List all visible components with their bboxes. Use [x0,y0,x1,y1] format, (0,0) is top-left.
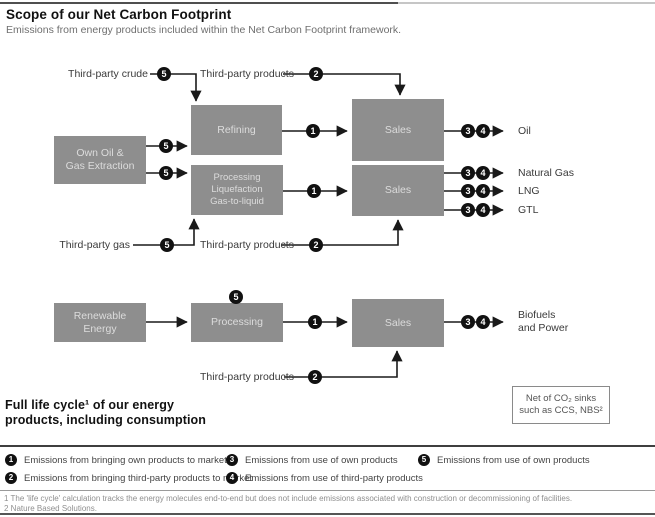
badge-3: 3 [461,203,475,217]
badge-5: 5 [157,67,171,81]
badge-3: 3 [461,166,475,180]
badge-1: 1 [306,124,320,138]
label-third-party-products-top: Third-party products [200,68,294,80]
label-biofuels-power: Biofuels and Power [518,309,569,334]
box-sales-gas: Sales [352,165,444,216]
badge-2: 2 [308,370,322,384]
badge-1: 1 [308,315,322,329]
badge-2: 2 [309,67,323,81]
label-third-party-gas: Third-party gas [59,239,130,251]
legend-label-5: Emissions from use of own products [437,454,590,466]
box-renewable-energy-label: Renewable Energy [73,309,127,335]
badge-2: 2 [309,238,323,252]
label-third-party-products-mid: Third-party products [200,239,294,251]
box-refining: Refining [191,105,282,155]
footnote-top-rule [0,490,655,491]
legend-label-1: Emissions from bringing own products to … [24,454,227,466]
badge-5: 5 [160,238,174,252]
legend-item-2: 2 Emissions from bringing third-party pr… [5,472,252,484]
badge-3: 3 [461,315,475,329]
legend-badge-5: 5 [418,454,430,466]
badge-4: 4 [476,124,490,138]
page-title: Scope of our Net Carbon Footprint [6,7,232,22]
box-refining-label: Refining [217,123,256,136]
box-processing-renewable-label: Processing [211,316,263,328]
badge-4: 4 [476,166,490,180]
box-processing-liquefaction: Processing Liquefaction Gas-to-liquid [191,165,283,215]
badge-3: 3 [461,124,475,138]
box-processing-liquefaction-label: Processing Liquefaction Gas-to-liquid [210,172,264,207]
legend-top-rule [0,445,655,447]
badge-1: 1 [307,184,321,198]
label-third-party-products-bottom: Third-party products [200,371,294,383]
box-own-extraction-label: Own Oil & Gas Extraction [65,147,135,172]
legend-label-3: Emissions from use of own products [245,454,398,466]
badge-4: 4 [476,184,490,198]
legend-label-2: Emissions from bringing third-party prod… [24,472,253,484]
label-gtl: GTL [518,204,539,216]
badge-5: 5 [159,139,173,153]
label-oil: Oil [518,125,531,137]
box-sales-renewable-label: Sales [384,316,412,329]
footnote-1: 1 The 'life cycle' calculation tracks th… [4,494,573,503]
box-sales-gas-label: Sales [384,184,412,196]
top-border-light [398,2,655,4]
legend-item-1: 1 Emissions from bringing own products t… [5,454,227,466]
legend-badge-1: 1 [5,454,17,466]
legend-item-3: 3 Emissions from use of own products [226,454,398,466]
legend-badge-2: 2 [5,472,17,484]
full-lifecycle-note: Full life cycle¹ of our energy products,… [5,398,207,427]
badge-5: 5 [229,290,243,304]
co2-sinks-box: Net of CO₂ sinks such as CCS, NBS² [512,386,610,424]
box-sales-oil-label: Sales [384,123,412,136]
label-lng: LNG [518,185,540,197]
box-sales-oil: Sales [352,99,444,161]
legend-item-5: 5 Emissions from use of own products [418,454,590,466]
legend-badge-3: 3 [226,454,238,466]
footnote-2: 2 Nature Based Solutions. [4,504,97,513]
box-renewable-energy: Renewable Energy [54,303,146,342]
label-third-party-crude: Third-party crude [68,68,148,80]
box-sales-renewable: Sales [352,299,444,347]
badge-4: 4 [476,315,490,329]
page-subtitle: Emissions from energy products included … [6,24,402,36]
box-processing-renewable: Processing [191,303,283,342]
legend-label-4: Emissions from use of third-party produc… [245,472,423,484]
top-border-dark [0,2,398,4]
badge-3: 3 [461,184,475,198]
legend-item-4: 4 Emissions from use of third-party prod… [226,472,423,484]
co2-sinks-label: Net of CO₂ sinks such as CCS, NBS² [519,393,603,416]
bottom-border [0,513,655,515]
badge-5: 5 [159,166,173,180]
box-own-extraction: Own Oil & Gas Extraction [54,136,146,184]
label-natural-gas: Natural Gas [518,167,575,179]
badge-4: 4 [476,203,490,217]
legend-badge-4: 4 [226,472,238,484]
